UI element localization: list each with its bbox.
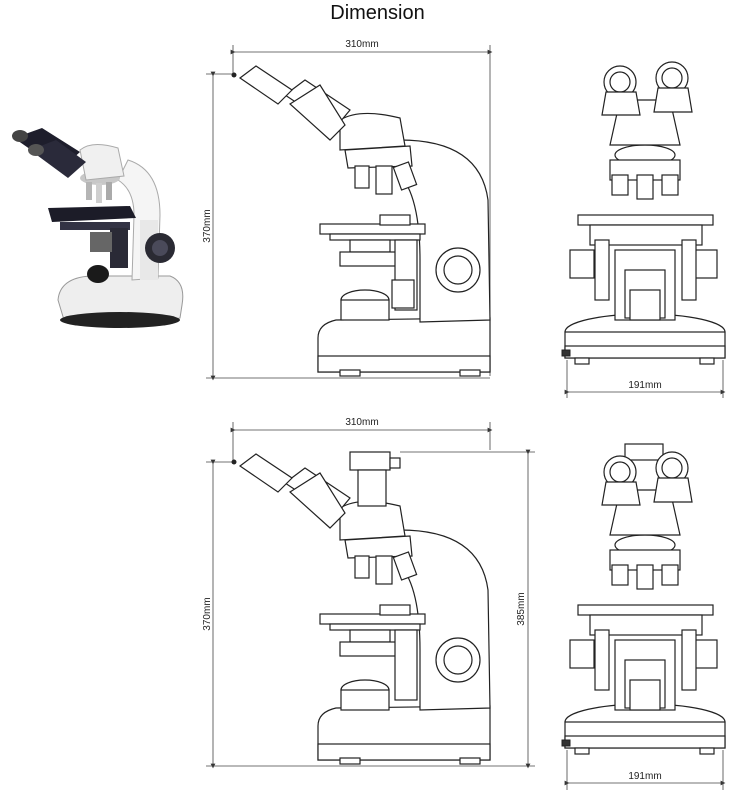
depth-label-bottom: 191mm <box>628 771 661 782</box>
page-title: Dimension <box>330 2 425 24</box>
front-view-top: 191mm <box>561 61 726 398</box>
height-total-label-bottom: 385mm <box>516 592 527 625</box>
microscope-photo <box>12 128 184 328</box>
side-view-bottom: 310mm 370mm 385mm <box>202 417 535 769</box>
height-label-top: 370mm <box>202 209 213 242</box>
width-label-bottom: 310mm <box>345 417 378 428</box>
front-view-bottom: 191mm <box>561 443 726 790</box>
width-label-top: 310mm <box>345 39 378 50</box>
depth-label-top: 191mm <box>628 380 661 391</box>
side-view-top: 310mm 370mm <box>202 39 493 381</box>
height-label-bottom: 370mm <box>202 597 213 630</box>
